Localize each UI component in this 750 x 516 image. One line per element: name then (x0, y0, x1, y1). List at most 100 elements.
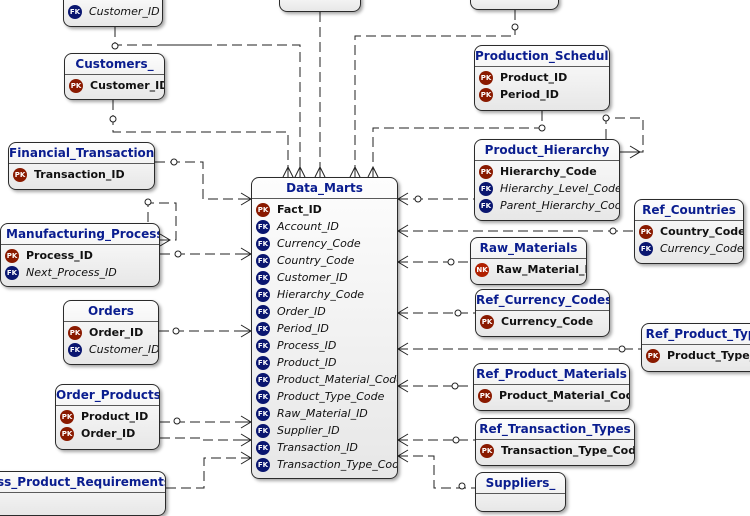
field-name: Hierarchy_Code (277, 288, 365, 301)
foreign-key-icon: FK (68, 4, 82, 19)
relationship-line (147, 202, 177, 241)
entity-top-right-fragment[interactable] (470, 0, 559, 10)
optional-marker (174, 250, 182, 258)
foreign-key-icon: FK (256, 287, 270, 302)
foreign-key-icon: FK (256, 270, 270, 285)
field-name: Transaction_ID (277, 441, 358, 454)
field-name: Period_ID (277, 322, 329, 335)
foreign-key-icon: FK (479, 181, 493, 196)
optional-marker (538, 124, 546, 132)
entity-process-product-requirements[interactable]: ss_Product_Requirements_ (0, 471, 166, 516)
primary-key-icon: PK (646, 348, 660, 363)
field-name: Country_Code (660, 225, 744, 238)
field-row[interactable]: PK Product_Material_Code (478, 387, 629, 404)
optional-marker (173, 417, 181, 425)
entity-title: Ref_Countries (635, 200, 743, 221)
field-row[interactable]: FK Hierarchy_Code (256, 286, 397, 303)
field-name: Raw_Material_ID (496, 263, 586, 276)
primary-key-icon: PK (478, 388, 492, 403)
entity-top-fragment[interactable] (279, 0, 361, 12)
field-name: Customer_ID (90, 79, 165, 92)
field-name: Hierarchy_Code (500, 165, 597, 178)
foreign-key-icon: FK (256, 440, 270, 455)
entity-suppliers[interactable]: Suppliers_ (475, 472, 566, 512)
crows-foot-marker (397, 192, 409, 206)
crows-foot-marker (282, 165, 294, 178)
entity-title: Production_Schedule_ (475, 46, 609, 67)
relationship-line (372, 111, 543, 167)
field-name: Product_Material_Code (499, 389, 630, 402)
entity-title: Suppliers_ (476, 473, 565, 494)
primary-key-icon: PK (68, 325, 82, 340)
primary-key-icon: PK (480, 314, 494, 329)
foreign-key-icon: FK (68, 342, 82, 357)
primary-key-icon: PK (60, 426, 74, 441)
primary-key-icon: PK (480, 443, 494, 458)
foreign-key-icon: FK (256, 219, 270, 234)
entity-title: Data_Marts (252, 178, 397, 199)
crows-foot-marker (159, 233, 171, 247)
field-row[interactable]: FK Customer_ID (68, 341, 158, 358)
field-name: Customer_ID (89, 343, 159, 356)
crows-foot-marker (397, 342, 409, 356)
optional-marker (609, 227, 617, 235)
entity-title: Order_Products_ (56, 385, 159, 406)
crows-foot-marker (367, 165, 379, 178)
optional-marker (414, 195, 422, 203)
field-row[interactable]: FK Transaction_ID (256, 439, 397, 456)
entity-manufacturing-processes[interactable]: Manufacturing_Processes PKProcess_IDFKNe… (0, 223, 160, 287)
foreign-key-icon: FK (256, 236, 270, 251)
optional-marker (454, 309, 462, 317)
